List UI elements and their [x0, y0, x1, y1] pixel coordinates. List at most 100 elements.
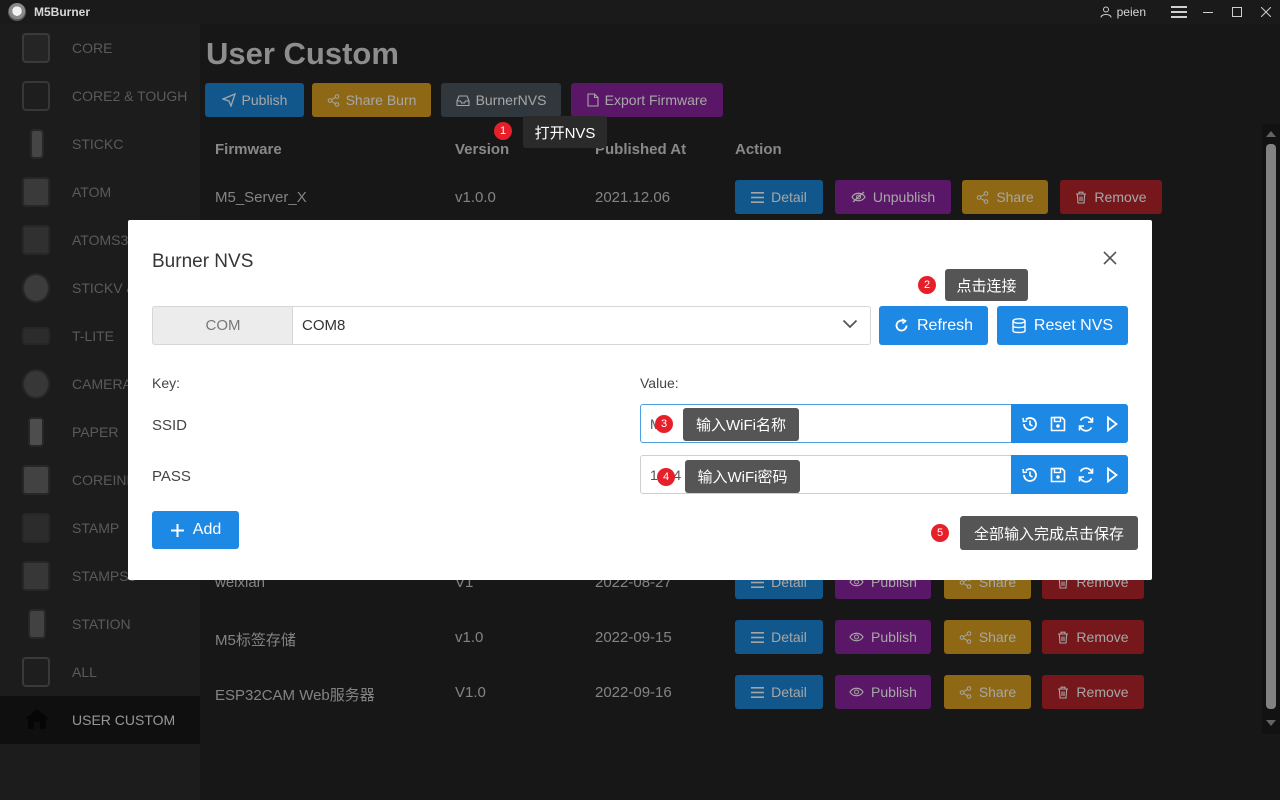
sidebar-item-all[interactable]: ALL — [0, 648, 200, 696]
share-button[interactable]: Share — [962, 180, 1048, 214]
list-icon — [751, 686, 765, 698]
col-header-action: Action — [735, 141, 782, 158]
save-icon[interactable] — [1050, 416, 1066, 432]
sidebar-item-station[interactable]: STATION — [0, 600, 200, 648]
dialog-close-button[interactable] — [1102, 250, 1122, 270]
history-icon[interactable] — [1021, 466, 1039, 484]
col-header-version: Version — [455, 141, 510, 158]
ssid-key-label: SSID — [152, 417, 188, 434]
play-icon[interactable] — [1106, 466, 1119, 483]
scroll-down-arrow-icon[interactable] — [1266, 720, 1276, 726]
close-window-button[interactable] — [1251, 0, 1280, 24]
app-logo-icon — [8, 3, 26, 21]
com-port-value: COM8 — [302, 317, 346, 334]
sidebar-item-user-custom[interactable]: USER CUSTOM — [0, 696, 200, 744]
sidebar-item-camera[interactable]: CAMERA — [0, 360, 200, 408]
sidebar-item-core2[interactable]: CORE2 & TOUGH — [0, 72, 200, 120]
dialog-title: Burner NVS — [152, 251, 254, 272]
save-icon[interactable] — [1050, 467, 1066, 483]
device-coreink-icon — [22, 465, 50, 495]
sidebar-item-core[interactable]: CORE — [0, 24, 200, 72]
add-entry-button[interactable]: Add — [152, 511, 239, 549]
share-icon — [959, 685, 972, 699]
share-button[interactable]: Share — [944, 675, 1031, 709]
export-firmware-button[interactable]: Export Firmware — [571, 83, 723, 117]
eye-icon — [849, 687, 864, 697]
remove-button[interactable]: Remove — [1042, 675, 1144, 709]
sidebar-item-stickv[interactable]: STICKV & — [0, 264, 200, 312]
scroll-up-arrow-icon[interactable] — [1266, 131, 1276, 137]
maximize-button[interactable] — [1222, 0, 1251, 24]
share-button[interactable]: Share — [944, 620, 1031, 654]
step-badge: 2 — [918, 276, 936, 294]
hamburger-icon — [1170, 6, 1187, 18]
minimize-button[interactable] — [1193, 0, 1222, 24]
refresh-button[interactable]: Refresh — [879, 306, 988, 345]
share-burn-button[interactable]: Share Burn — [312, 83, 431, 117]
eye-icon — [849, 632, 864, 642]
annotation-tooltip: 点击连接 — [945, 269, 1028, 301]
sidebar-item-paper[interactable]: PAPER — [0, 408, 200, 456]
minimize-icon — [1202, 12, 1213, 13]
ssid-actions — [1011, 404, 1128, 443]
firmware-name: M5标签存储 — [215, 632, 296, 649]
share-icon — [977, 190, 989, 204]
step-badge: 5 — [931, 524, 949, 542]
play-icon[interactable] — [1106, 415, 1119, 432]
annotation-tooltip: 输入WiFi名称 — [683, 408, 799, 441]
trash-icon — [1076, 191, 1087, 204]
col-header-published: Published At — [595, 141, 687, 158]
sidebar-item-stamp[interactable]: STAMP — [0, 504, 200, 552]
sidebar-item-atom[interactable]: ATOM — [0, 168, 200, 216]
step-badge: 3 — [655, 415, 673, 433]
close-icon — [1103, 251, 1117, 265]
sidebar-item-tlite[interactable]: T-LITE — [0, 312, 200, 360]
remove-button[interactable]: Remove — [1042, 620, 1144, 654]
scrollbar[interactable] — [1262, 124, 1280, 734]
device-core-icon — [22, 33, 50, 63]
remove-button[interactable]: Remove — [1060, 180, 1162, 214]
refresh-icon — [895, 318, 908, 332]
com-port-label: COM — [152, 306, 293, 345]
firmware-date: 2021.12.06 — [595, 189, 671, 206]
value-header: Value: — [640, 375, 679, 391]
firmware-date: 2022-09-15 — [595, 629, 672, 646]
publish-button[interactable]: Publish — [205, 83, 304, 117]
device-stickv-icon — [22, 273, 50, 303]
detail-button[interactable]: Detail — [735, 620, 823, 654]
page-title: User Custom — [206, 36, 399, 71]
firmware-name: M5_Server_X — [215, 189, 307, 206]
annotation-tooltip: 打开NVS — [523, 116, 607, 148]
publish-row-button[interactable]: Publish — [835, 675, 931, 709]
sidebar-item-stamps3[interactable]: STAMPS3 — [0, 552, 200, 600]
device-stickc-icon — [30, 129, 44, 159]
key-header: Key: — [152, 375, 181, 391]
pass-actions — [1011, 455, 1128, 494]
chevron-down-icon — [842, 319, 858, 329]
firmware-name: ESP32CAM Web服务器 — [215, 687, 375, 704]
sidebar-item-atoms3[interactable]: ATOMS3 — [0, 216, 200, 264]
publish-row-button[interactable]: Publish — [835, 620, 931, 654]
user-account[interactable]: peien — [1100, 5, 1146, 19]
history-icon[interactable] — [1021, 415, 1039, 433]
share-icon — [959, 630, 972, 644]
sync-icon[interactable] — [1077, 415, 1095, 433]
list-icon — [751, 631, 765, 643]
com-port-select[interactable]: COM8 — [292, 306, 871, 345]
sync-icon[interactable] — [1077, 466, 1095, 484]
sidebar-item-stickc[interactable]: STICKC — [0, 120, 200, 168]
device-atoms3-icon — [22, 225, 50, 255]
firmware-version: V1.0 — [455, 684, 486, 701]
firmware-version: v1.0 — [455, 629, 484, 646]
scrollbar-thumb[interactable] — [1266, 144, 1276, 709]
menu-button[interactable] — [1164, 0, 1193, 24]
burner-nvs-button[interactable]: BurnerNVS — [441, 83, 561, 117]
eye-slash-icon — [851, 191, 866, 203]
device-core2-icon — [22, 81, 50, 111]
detail-button[interactable]: Detail — [735, 180, 823, 214]
reset-nvs-button[interactable]: Reset NVS — [997, 306, 1128, 345]
sidebar-item-coreink[interactable]: COREINK — [0, 456, 200, 504]
unpublish-button[interactable]: Unpublish — [835, 180, 951, 214]
trash-icon — [1058, 631, 1069, 644]
detail-button[interactable]: Detail — [735, 675, 823, 709]
